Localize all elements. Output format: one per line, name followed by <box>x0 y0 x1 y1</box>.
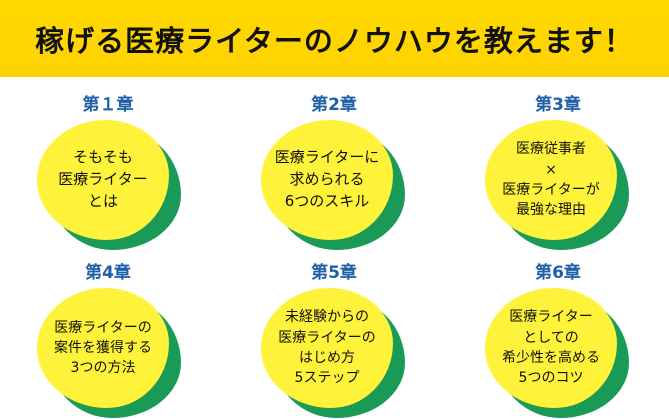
chapter-1-card: 第１章 そもそも 医療ライター とは <box>0 90 220 260</box>
blob-body: 医療ライター としての 希少性を高める 5つのコツ <box>485 288 617 408</box>
chapter-line: としての <box>523 329 579 346</box>
blob-body: 医療ライターの 案件を獲得する 3つの方法 <box>37 288 169 408</box>
chapter-label: 第5章 <box>311 263 357 283</box>
chapter-line: 3つの方法 <box>70 360 136 377</box>
chapter-blob: 医療ライターの 案件を獲得する 3つの方法 <box>35 286 185 419</box>
chapter-label: 第１章 <box>82 95 134 115</box>
chapter-line: 医療ライターの <box>278 329 376 346</box>
chapter-line: 医療従事者 <box>516 141 586 158</box>
chapter-2-card: 第2章 医療ライターに 求められる 6つのスキル <box>224 90 444 260</box>
chapter-line: 医療ライター <box>509 309 593 326</box>
chapter-line: 求められる <box>289 170 365 189</box>
chapter-line: 5ステップ <box>294 370 360 387</box>
blob-body: そもそも 医療ライター とは <box>37 120 169 240</box>
chapter-blob: 医療従事者 × 医療ライターが 最強な理由 <box>483 118 633 253</box>
chapter-line: 案件を獲得する <box>54 339 152 356</box>
chapter-line: 希少性を高める <box>502 350 600 366</box>
blob-body: 医療従事者 × 医療ライターが 最強な理由 <box>485 120 617 240</box>
chapter-blob: 未経験からの 医療ライターの はじめ方 5ステップ <box>259 286 409 419</box>
chapter-3-card: 第3章 医療従事者 × 医療ライターが 最強な理由 <box>448 90 668 260</box>
chapter-line: × <box>545 161 557 178</box>
blob-body: 医療ライターに 求められる 6つのスキル <box>261 120 393 240</box>
chapter-label: 第4章 <box>85 263 131 283</box>
chapter-label: 第2章 <box>311 95 357 115</box>
chapter-label: 第3章 <box>535 95 581 115</box>
chapter-label: 第6章 <box>535 263 581 283</box>
chapter-line: 未経験からの <box>285 309 369 326</box>
chapter-line: 6つのスキル <box>284 191 370 210</box>
chapter-line: 医療ライターの <box>54 319 152 336</box>
header-banner: 稼げる医療ライターのノウハウを教えます！ <box>0 0 669 77</box>
chapter-5-card: 第5章 未経験からの 医療ライターの はじめ方 5ステップ <box>224 258 444 419</box>
chapter-line: 医療ライターに <box>274 148 380 167</box>
chapter-blob: そもそも 医療ライター とは <box>35 118 185 253</box>
chapter-blob: 医療ライターに 求められる 6つのスキル <box>259 118 409 253</box>
page-title: 稼げる医療ライターのノウハウを教えます！ <box>35 23 634 58</box>
chapter-line: はじめ方 <box>299 350 355 366</box>
chapter-line: 5つのコツ <box>518 370 584 387</box>
chapter-6-card: 第6章 医療ライター としての 希少性を高める 5つのコツ <box>448 258 668 419</box>
chapter-blob: 医療ライター としての 希少性を高める 5つのコツ <box>483 286 633 419</box>
chapter-line: とは <box>87 191 118 210</box>
chapter-line: 医療ライター <box>58 170 148 189</box>
chapter-line: そもそも <box>73 148 133 167</box>
chapter-line: 最強な理由 <box>516 202 586 219</box>
blob-body: 未経験からの 医療ライターの はじめ方 5ステップ <box>261 288 393 408</box>
chapter-4-card: 第4章 医療ライターの 案件を獲得する 3つの方法 <box>0 258 220 419</box>
chapter-line: 医療ライターが <box>502 182 600 198</box>
